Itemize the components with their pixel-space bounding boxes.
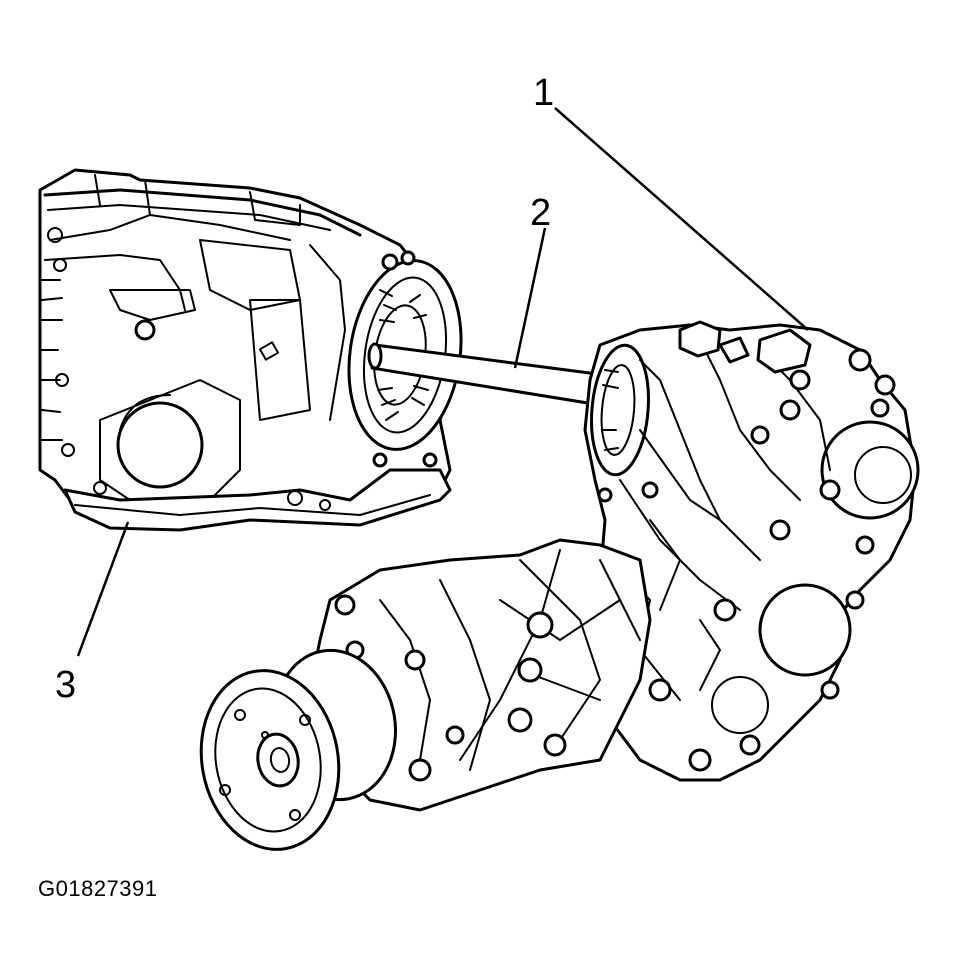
- axle-housing: [199, 538, 652, 851]
- callout-3: 3: [55, 664, 77, 706]
- figure-id: G01827391: [38, 876, 158, 901]
- callout-2: 2: [530, 192, 552, 234]
- callout-1: 1: [533, 72, 555, 114]
- transfer-case: [583, 320, 920, 782]
- leader-lines: [76, 107, 809, 657]
- leader-line-3: [76, 521, 130, 657]
- transmission-assembly: [38, 168, 463, 532]
- leader-line-1: [554, 107, 809, 331]
- leader-line-2: [513, 227, 547, 369]
